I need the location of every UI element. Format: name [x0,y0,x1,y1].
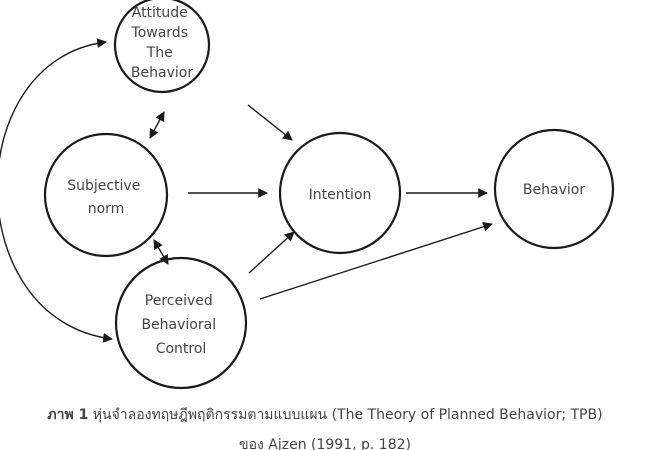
arrow-attitude-pbc-correlation [0,38,113,343]
figure-label: ภาพ 1 [47,407,89,423]
svg-text:Subjective norm: Subjective norm [67,178,145,217]
arrow-norm-pbc-correlation [153,239,169,265]
figure-caption-text: หุ่นจำลองทฤษฎีพฤติกรรมตามแบบแผน (The The… [88,407,603,423]
arrow-attitude-norm-correlation [149,111,165,139]
arrow-pbc-to-intention [248,231,295,274]
node-intention: Intention [278,131,402,255]
arrow-attitude-to-intention [247,104,293,141]
node-subjective-norm: Subjective norm [43,132,169,258]
svg-text:Intention: Intention [309,187,372,203]
svg-text:Behavior: Behavior [523,182,585,198]
node-attitude: Attitude Towards The Behavior [113,0,211,94]
node-behavior: Behavior [493,128,615,250]
svg-text:Attitude Towards: Attitude Towards The Behavior [131,5,194,81]
arrow-pbc-to-behavior [259,222,493,300]
figure-caption: ภาพ 1 หุ่นจำลองทฤษฎีพฤติกรรมตามแบบแผน (T… [0,404,650,426]
figure-source: ของ Ajzen (1991, p. 182) [239,437,411,450]
node-perceived-behavioral-control: Perceived Behavioral Control [114,256,248,390]
svg-text:Perceived Behavioral: Perceived Behavioral Control [141,293,220,357]
